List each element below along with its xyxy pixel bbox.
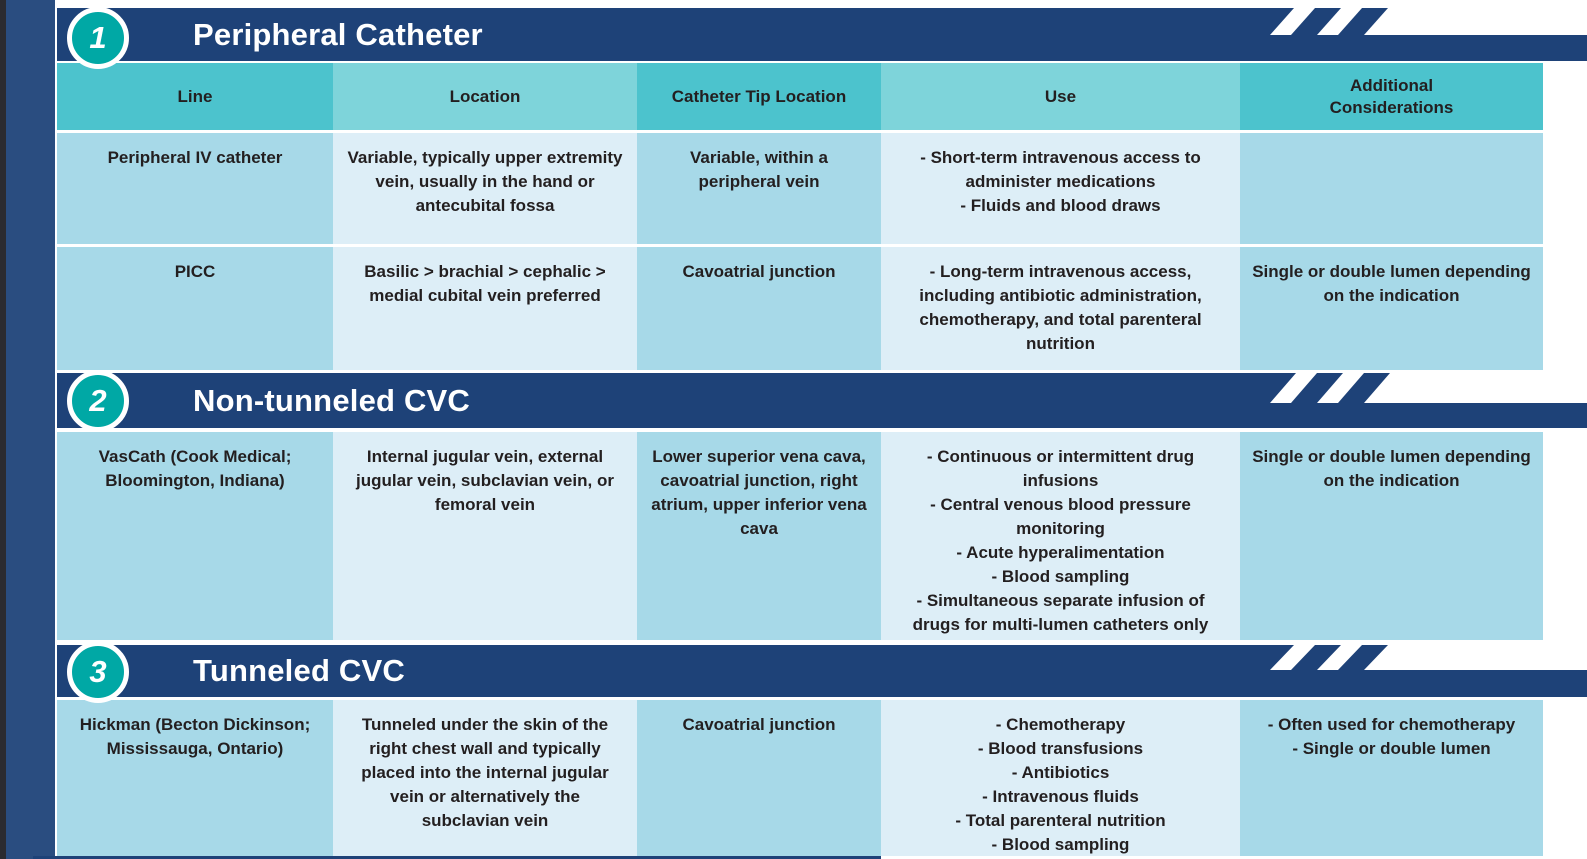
section-3-number-badge: 3 — [67, 641, 129, 703]
s1r2-additional-cell: Single or double lumen depending on the … — [1240, 247, 1543, 370]
s1r1-tip-cell: Variable, within a peripheral vein — [637, 133, 881, 244]
s3r1-location-cell: Tunneled under the skin of the right che… — [333, 700, 637, 856]
section-1-bar-shape — [57, 8, 1587, 61]
section-3-number: 3 — [89, 654, 107, 689]
s1r2-tip-cell: Cavoatrial junction — [637, 247, 881, 370]
section-3-bar-shape — [57, 645, 1587, 697]
s3r1-line-cell: Hickman (Becton Dickinson; Mississauga, … — [57, 700, 333, 856]
s3r1-additional-cell: - Often used for chemotherapy - Single o… — [1240, 700, 1543, 856]
column-header-additional-considerations: Additional Considerations — [1240, 63, 1543, 130]
s1r1-use-cell: - Short-term intravenous access to admin… — [881, 133, 1240, 244]
section-1-number: 1 — [89, 20, 107, 55]
column-header-line: Line — [57, 63, 333, 130]
s2r1-line-cell: VasCath (Cook Medical; Bloomington, Indi… — [57, 432, 333, 640]
column-header-catheter-tip-location: Catheter Tip Location — [637, 63, 881, 130]
section-2-number-badge: 2 — [67, 370, 129, 432]
section-3-title: Tunneled CVC — [193, 653, 405, 688]
s1r2-use-cell: - Long-term intravenous access, includin… — [881, 247, 1240, 370]
s2r1-additional-cell: Single or double lumen depending on the … — [1240, 432, 1543, 640]
left-navy-bar — [6, 0, 55, 859]
section-3-header-bar: Tunneled CVC — [57, 645, 1587, 697]
left-black-edge — [0, 0, 6, 859]
section-2-number: 2 — [89, 383, 107, 418]
section-1-title: Peripheral Catheter — [193, 16, 483, 52]
s1r2-line-cell: PICC — [57, 247, 333, 370]
s2r1-location-cell: Internal jugular vein, external jugular … — [333, 432, 637, 640]
s1r2-location-cell: Basilic > brachial > cephalic > medial c… — [333, 247, 637, 370]
section-1-header-bar: Peripheral Catheter — [57, 8, 1587, 61]
s1r1-location-cell: Variable, typically upper extremity vein… — [333, 133, 637, 244]
s2r1-use-cell: - Continuous or intermittent drug infusi… — [881, 432, 1240, 640]
column-header-location: Location — [333, 63, 637, 130]
s3r1-tip-cell: Cavoatrial junction — [637, 700, 881, 856]
section-2-header-bar: Non-tunneled CVC — [57, 373, 1587, 428]
s3r1-use-cell: - Chemotherapy - Blood transfusions - An… — [881, 700, 1240, 856]
section-1-number-badge: 1 — [67, 7, 129, 69]
s1r1-line-cell: Peripheral IV catheter — [57, 133, 333, 244]
next-section-bar-sliver — [33, 856, 881, 859]
s1r1-additional-cell — [1240, 133, 1543, 244]
section-2-bar-shape — [57, 373, 1587, 428]
s2r1-tip-cell: Lower superior vena cava, cavoatrial jun… — [637, 432, 881, 640]
section-2-title: Non-tunneled CVC — [193, 382, 471, 418]
column-header-use: Use — [881, 63, 1240, 130]
